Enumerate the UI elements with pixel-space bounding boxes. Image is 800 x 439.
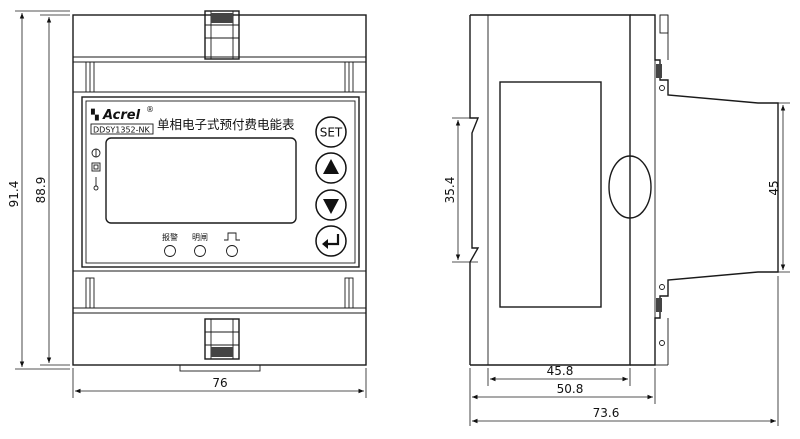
status-icons bbox=[91, 148, 101, 191]
bottom-rail-clip bbox=[204, 318, 240, 360]
alarm-led bbox=[164, 245, 176, 257]
registered-mark: ® bbox=[146, 105, 154, 114]
pulse-led bbox=[226, 245, 238, 257]
model-label: DDSY1352-NK bbox=[93, 126, 151, 135]
lcd-display bbox=[105, 137, 297, 224]
alarm-label: 报警 bbox=[162, 232, 178, 242]
enter-button[interactable] bbox=[315, 225, 347, 257]
top-rail-clip bbox=[204, 10, 240, 60]
svg-text:45: 45 bbox=[767, 180, 781, 195]
svg-text:50.8: 50.8 bbox=[557, 382, 584, 396]
brand-logo: ▚ bbox=[90, 108, 99, 121]
down-button[interactable] bbox=[315, 189, 347, 221]
front-housing-outline bbox=[72, 14, 367, 366]
svg-text:35.4: 35.4 bbox=[443, 177, 457, 204]
svg-text:SET: SET bbox=[320, 126, 343, 140]
dim-width: 76 bbox=[72, 368, 367, 398]
set-button[interactable]: SET bbox=[315, 116, 347, 148]
pulse-icon bbox=[224, 232, 240, 241]
dim-depth-3: 73.6 bbox=[469, 276, 779, 426]
svg-text:76: 76 bbox=[212, 376, 227, 390]
svg-text:45.8: 45.8 bbox=[547, 364, 574, 378]
lighting-label: 明闸 bbox=[192, 233, 208, 242]
dim-depth-1: 45.8 bbox=[487, 364, 631, 386]
svg-text:88.9: 88.9 bbox=[34, 177, 48, 204]
side-body-outline bbox=[470, 14, 631, 366]
front-view: ▚ Acrel ® 单相电子式预付费电能表 DDSY1352-NK SET bbox=[7, 10, 367, 398]
up-button[interactable] bbox=[315, 152, 347, 184]
svg-text:91.4: 91.4 bbox=[7, 181, 21, 208]
dim-module-height: 45 bbox=[758, 102, 790, 273]
product-title: 单相电子式预付费电能表 bbox=[157, 117, 295, 132]
lighting-led bbox=[194, 245, 206, 257]
svg-text:73.6: 73.6 bbox=[593, 406, 620, 420]
dim-height-inner: 88.9 bbox=[34, 14, 70, 366]
front-panel bbox=[81, 96, 360, 268]
dim-height-outer: 91.4 bbox=[7, 10, 70, 370]
svg-text:▚: ▚ bbox=[90, 108, 99, 121]
dim-depth-2: 50.8 bbox=[469, 368, 656, 404]
side-window bbox=[499, 81, 602, 308]
dim-rail-height: 35.4 bbox=[443, 117, 478, 263]
brand-name: Acrel bbox=[102, 108, 141, 123]
side-oval bbox=[608, 155, 652, 219]
side-view: 35.4 45 45.8 50.8 73.6 bbox=[443, 14, 790, 426]
